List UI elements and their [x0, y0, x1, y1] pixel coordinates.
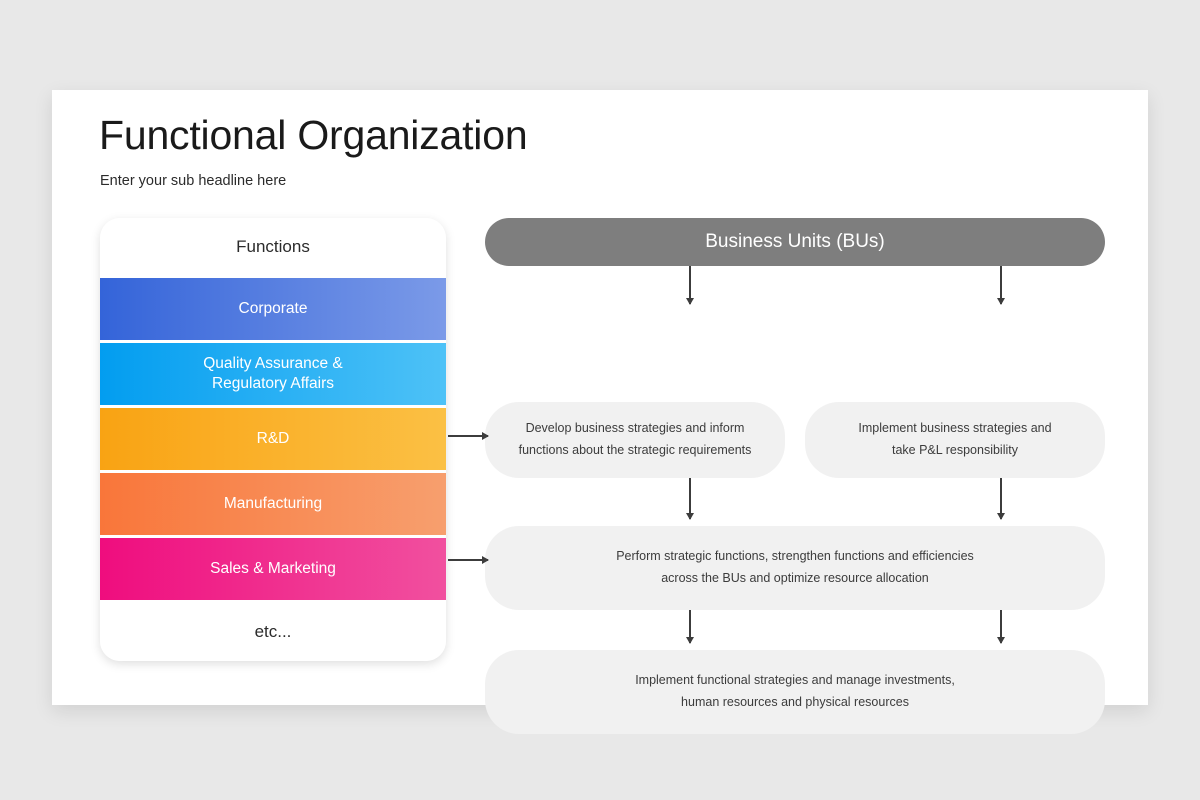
flow-box-perform-functions: Perform strategic functions, strengthen …: [485, 526, 1105, 610]
function-bar-manufacturing[interactable]: Manufacturing: [100, 473, 446, 535]
business-units-header-label: Business Units (BUs): [705, 231, 885, 252]
slide-card: Functional Organization Enter your sub h…: [52, 90, 1148, 734]
function-bar-label: Quality Assurance &Regulatory Affairs: [203, 355, 343, 392]
arrow-functions-to-implement-functional: [448, 556, 489, 563]
page-title: Functional Organization: [99, 112, 528, 158]
flow-box-text: Perform strategic functions, strengthen …: [616, 549, 974, 585]
arrow-functions-to-perform: [448, 432, 489, 439]
function-bar-label: Sales & Marketing: [210, 560, 336, 578]
function-bar-quality-assurance[interactable]: Quality Assurance &Regulatory Affairs: [100, 343, 446, 405]
arrow-develop-to-perform: [686, 478, 693, 520]
arrow-header-to-implement: [997, 266, 1004, 305]
functions-panel: Functions Corporate Quality Assurance &R…: [100, 218, 446, 661]
page-subtitle: Enter your sub headline here: [100, 173, 287, 189]
function-bar-rnd[interactable]: R&D: [100, 408, 446, 470]
function-bar-sales-marketing[interactable]: Sales & Marketing: [100, 538, 446, 600]
function-bar-label: R&D: [256, 430, 290, 448]
business-units-flow: Business Units (BUs) Develop business st…: [485, 218, 1105, 748]
function-bar-label: Corporate: [238, 300, 308, 318]
function-bar-label: Manufacturing: [223, 495, 323, 513]
functions-panel-footer: etc...: [100, 603, 446, 661]
function-bar-corporate[interactable]: Corporate: [100, 278, 446, 340]
flow-box-implement-functional-strategies: Implement functional strategies and mana…: [485, 650, 1105, 734]
arrow-perform-to-implement-functional-right: [997, 610, 1004, 644]
arrow-perform-to-implement-functional-left: [686, 610, 693, 644]
functions-panel-header: Functions: [100, 218, 446, 276]
flow-box-text: Implement functional strategies and mana…: [635, 673, 955, 709]
arrow-implement-to-perform: [997, 478, 1004, 520]
arrow-header-to-develop: [686, 266, 693, 305]
business-units-header: Business Units (BUs): [485, 218, 1105, 266]
